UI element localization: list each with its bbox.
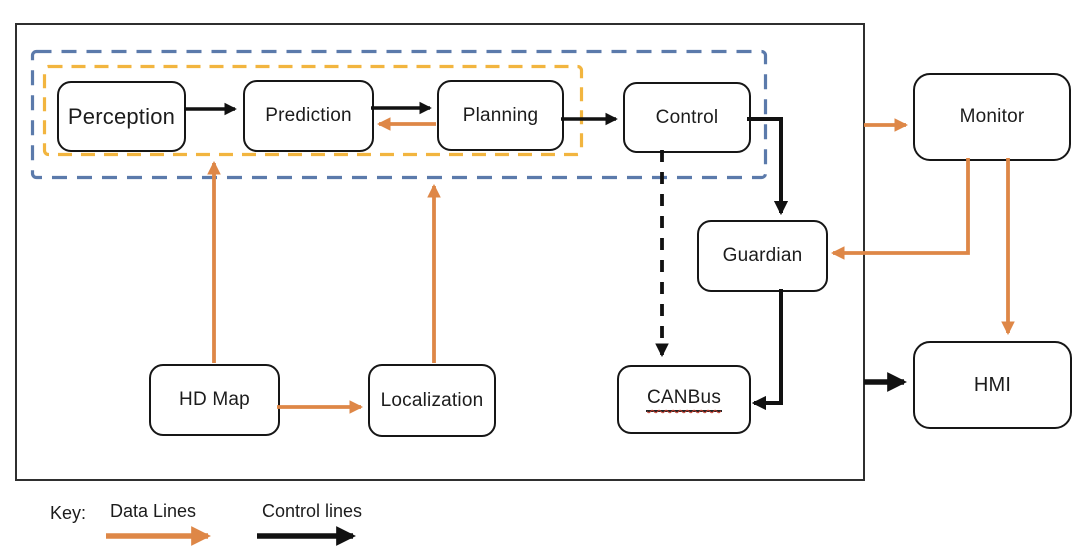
node-hmi-label: HMI — [973, 373, 1012, 396]
node-localization: Localization — [368, 364, 496, 437]
node-canbus-underline: CANBus — [645, 387, 723, 412]
node-control: Control — [623, 82, 751, 153]
node-control-label: Control — [655, 106, 719, 128]
node-perception-label: Perception — [67, 103, 176, 129]
node-monitor: Monitor — [913, 73, 1071, 161]
legend-key-label: Key: — [50, 503, 87, 523]
yellow-dashed-group-outline — [42, 64, 584, 157]
node-guardian-label: Guardian — [722, 245, 803, 266]
node-hdmap: HD Map — [149, 364, 280, 436]
node-canbus: CANBus — [617, 365, 751, 434]
node-monitor-label: Monitor — [959, 106, 1025, 127]
blue-dashed-group-outline — [30, 49, 768, 180]
node-planning-label: Planning — [462, 104, 539, 126]
node-planning: Planning — [437, 80, 564, 151]
node-perception: Perception — [57, 81, 186, 152]
node-hmi: HMI — [913, 341, 1072, 429]
legend-control-lines-label: Control lines — [262, 501, 363, 521]
node-hdmap-label: HD Map — [179, 389, 250, 410]
node-prediction: Prediction — [243, 80, 374, 152]
legend-data-lines-label: Data Lines — [110, 501, 197, 521]
node-prediction-label: Prediction — [265, 105, 352, 126]
node-guardian: Guardian — [697, 220, 828, 292]
node-canbus-label: CANBus — [646, 387, 722, 408]
node-localization-label: Localization — [380, 389, 484, 411]
